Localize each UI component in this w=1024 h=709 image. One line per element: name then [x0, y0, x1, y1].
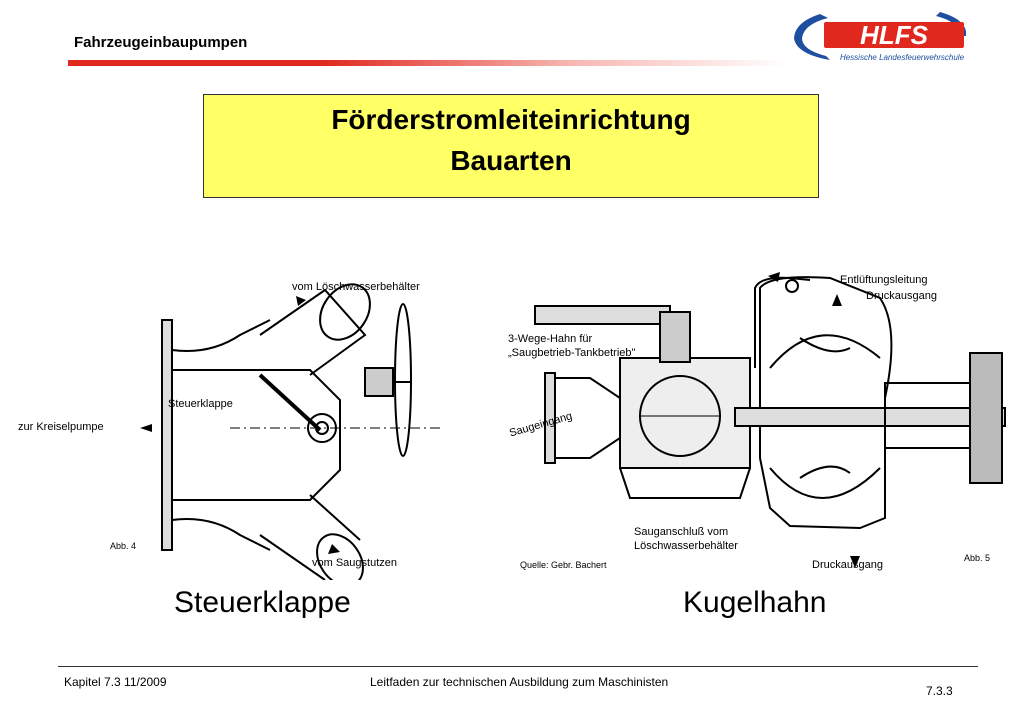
label-zur-kreiselpumpe: zur Kreiselpumpe [18, 421, 104, 433]
footer-page-number: 7.3.3 [926, 684, 953, 698]
hlfs-logo: HLFS Hessische Landesfeuerwehrschule [794, 12, 967, 62]
caption-kugelhahn: Kugelhahn [683, 586, 827, 619]
label-vom-saugstutzen: vom Saugstutzen [312, 557, 397, 569]
footer-chapter: Kapitel 7.3 11/2009 [64, 675, 167, 689]
title-line-2: Bauarten [450, 145, 572, 176]
label-druckausgang-top: Druckausgang [866, 290, 937, 302]
label-vom-loeschwasserbehaelter: vom Löschwasserbehälter [292, 281, 420, 293]
label-steuerklappe-inner: Steuerklappe [168, 398, 233, 410]
logo-subtitle: Hessische Landesfeuerwehrschule [840, 53, 965, 62]
label-sauganschluss-line2: Löschwasserbehälter [634, 540, 738, 552]
footer-rule [58, 666, 978, 667]
abb-5-label: Abb. 5 [964, 553, 991, 563]
source-label: Quelle: Gebr. Bachert [520, 560, 607, 570]
label-3-wege-hahn-line2: „Saugbetrieb-Tankbetrieb" [508, 347, 636, 359]
caption-steuerklappe: Steuerklappe [174, 586, 351, 619]
abb-4-label: Abb. 4 [110, 541, 137, 551]
title-line-1: Förderstromleiteinrichtung [331, 104, 691, 135]
footer-title: Leitfaden zur technischen Ausbildung zum… [370, 675, 669, 689]
label-3-wege-hahn-line1: 3-Wege-Hahn für [508, 333, 593, 345]
kugelhahn-drawing [534, 272, 1006, 568]
title-box: Förderstromleiteinrichtung Bauarten [203, 94, 819, 198]
label-entlueftungsleitung: Entlüftungsleitung [840, 274, 928, 286]
header-rule [68, 60, 788, 66]
header-title: Fahrzeugeinbaupumpen [74, 34, 248, 51]
label-sauganschluss-line1: Sauganschluß vom [634, 526, 729, 538]
label-druckausgang-bottom: Druckausgang [812, 559, 883, 571]
logo-text: HLFS [860, 20, 929, 50]
steuerklappe-drawing [140, 283, 440, 580]
